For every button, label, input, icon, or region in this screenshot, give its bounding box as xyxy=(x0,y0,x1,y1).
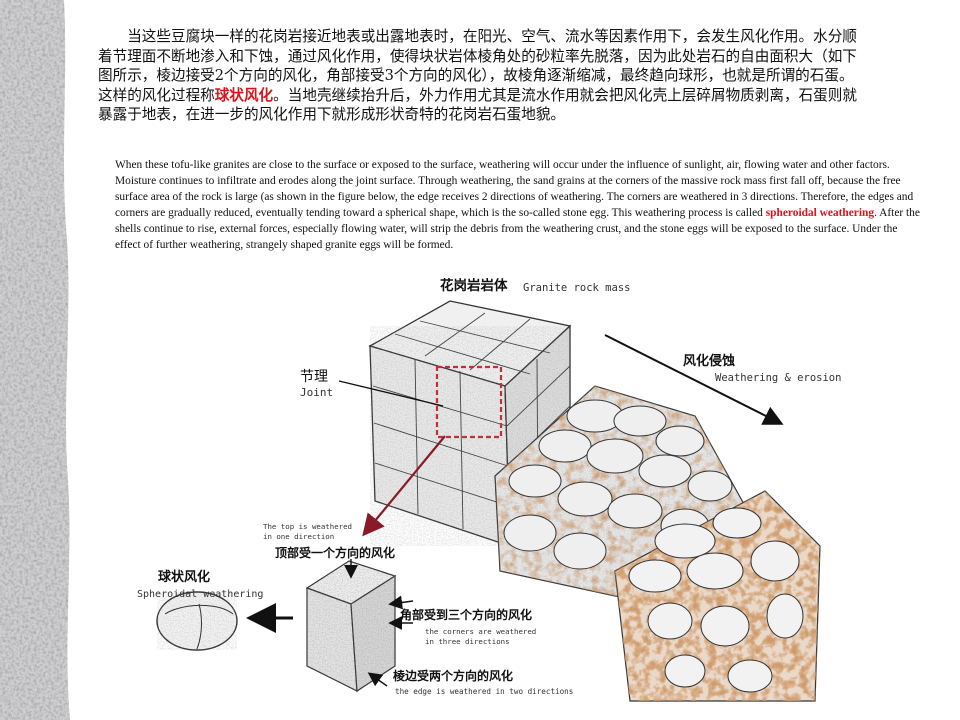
granite-mass-en-label: Granite rock mass xyxy=(523,282,630,294)
chinese-paragraph-part2: 。当地壳继续抬升后，外力作用尤其是流水作用就会把风化壳上层碎屑物质剥离，石蛋则就… xyxy=(98,86,857,124)
weathering-diagram: 花岗岩岩体 Granite rock mass 风化侵蚀 Weathering … xyxy=(125,271,873,711)
corner-en-line1: the corners are weathered xyxy=(425,627,536,636)
stone-egg xyxy=(156,591,238,651)
joint-highlight-box xyxy=(435,365,503,439)
english-paragraph-part1: When these tofu-like granites are close … xyxy=(115,159,914,220)
top-en-line1: The top is weathered xyxy=(263,522,352,531)
english-highlight-term: spheroidal weathering xyxy=(765,207,875,220)
joint-pointer-line xyxy=(338,380,444,407)
granite-texture-strip xyxy=(0,0,72,720)
spheroidal-en-label: Spheroidal weathering xyxy=(137,589,263,600)
small-cube xyxy=(305,560,397,693)
corner-arrow-1 xyxy=(388,595,414,610)
top-en-line2: in one direction xyxy=(263,532,334,541)
english-paragraph-part2: . After the shells continue to rise, ext… xyxy=(115,207,920,252)
chinese-highlight-term: 球状风化 xyxy=(214,86,274,104)
zoom-arrow xyxy=(362,435,446,537)
spheroidal-zh-label: 球状风化 xyxy=(158,569,210,585)
granite-block-spheroidal xyxy=(614,490,821,702)
granite-mass-zh-label: 花岗岩岩体 xyxy=(440,277,508,294)
joint-en-label: Joint xyxy=(300,386,333,399)
corner-zh-label: 角部受到三个方向的风化 xyxy=(400,607,532,622)
edge-arrow xyxy=(367,672,388,687)
erosion-en-label: Weathering & erosion xyxy=(715,372,841,384)
corner-en-line2: in three directions xyxy=(425,637,510,646)
english-paragraph: When these tofu-like granites are close … xyxy=(115,157,920,254)
chinese-paragraph: 当这些豆腐块一样的花岗岩接近地表或出露地表时，在阳光、空气、流水等因素作用下，会… xyxy=(98,27,868,125)
edge-zh-label: 棱边受两个方向的风化 xyxy=(393,668,513,683)
edge-en-label: the edge is weathered in two directions xyxy=(395,687,573,696)
top-zh-label: 顶部受一个方向的风化 xyxy=(275,545,395,560)
erosion-zh-label: 风化侵蚀 xyxy=(683,353,735,369)
joint-zh-label: 节理 xyxy=(300,369,328,385)
chinese-paragraph-part1: 当这些豆腐块一样的花岗岩接近地表或出露地表时，在阳光、空气、流水等因素作用下，会… xyxy=(98,28,857,104)
erosion-arrow xyxy=(604,334,784,425)
